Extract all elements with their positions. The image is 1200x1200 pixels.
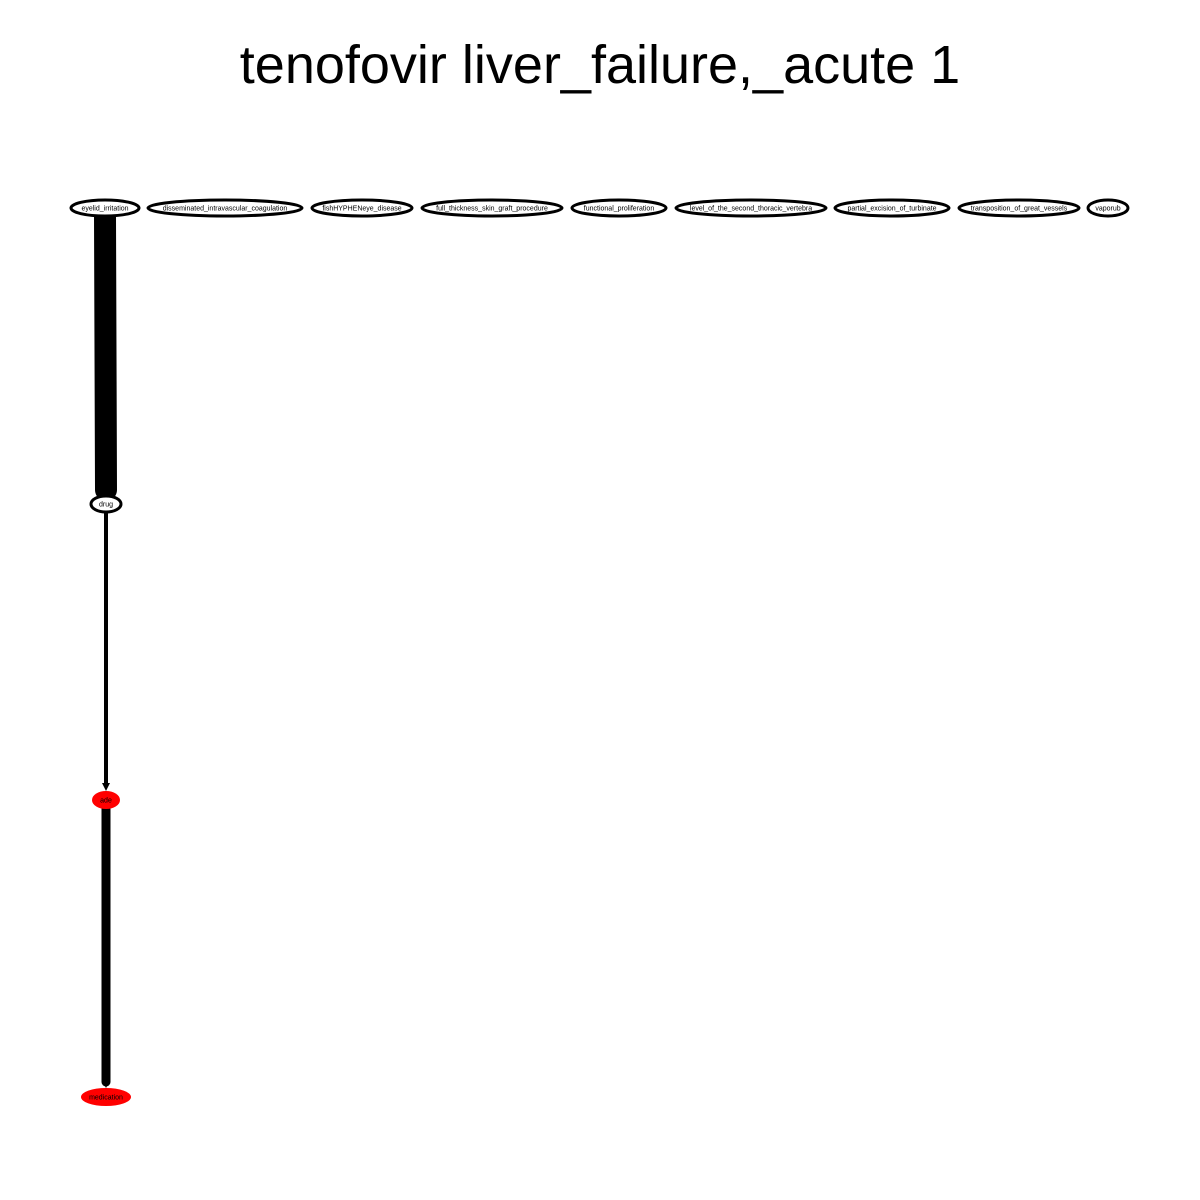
node-label: fishHYPHENeye_disease [322,206,401,213]
node-eyelid_irritation: eyelid_irritation [69,198,141,218]
edge-eyelid_irritation-to-drug [94,205,117,501]
node-partial_excision_of_turbinate: partial_excision_of_turbinate [833,198,951,218]
node-functional_proliferation: functional_proliferation [570,198,668,218]
node-shape [420,198,564,218]
node-level_of_the_second_thoracic_vertebra: level_of_the_second_thoracic_vertebra [674,198,828,218]
node-shape [957,198,1081,218]
node-medication: medication [81,1088,131,1106]
node-shape [81,1088,131,1106]
edge-arrowhead [102,783,110,791]
node-disseminated_intravascular_coagulation: disseminated_intravascular_coagulation [146,198,304,218]
node-full_thickness_skin_graft_procedure: full_thickness_skin_graft_procedure [420,198,564,218]
node-shape [92,791,120,809]
node-label: partial_excision_of_turbinate [847,206,936,213]
edge-arrowhead [96,488,116,496]
node-shape [833,198,951,218]
node-shape [570,198,668,218]
node-transposition_of_great_vessels: transposition_of_great_vessels [957,198,1081,218]
node-fishHYPHENeye_disease: fishHYPHENeye_disease [310,198,414,218]
node-label: disseminated_intravascular_coagulation [163,206,288,213]
node-ade: ade [92,791,120,809]
edges-layer [94,205,117,1088]
edge-line [94,205,117,501]
node-label: drug [99,502,113,509]
node-label: transposition_of_great_vessels [971,206,1068,213]
node-label: functional_proliferation [584,206,655,213]
node-label: medication [89,1095,123,1102]
nodes-layer: eyelid_irritation disseminated_intravascu… [69,198,1130,1106]
edge-ade-to-medication [101,804,111,1088]
graph-title: tenofovir liver_failure,_acute 1 [239,35,961,95]
node-shape [674,198,828,218]
node-vaporub: vaporub [1086,198,1130,218]
node-label: eyelid_irritation [81,206,128,213]
node-shape [89,494,123,514]
node-shape [1086,198,1130,218]
node-label: level_of_the_second_thoracic_vertebra [690,206,812,213]
node-drug: drug [89,494,123,514]
node-label: full_thickness_skin_graft_procedure [436,206,548,213]
node-shape [69,198,141,218]
node-label: vaporub [1095,206,1120,213]
edge-arrowhead [101,1080,111,1088]
node-shape [310,198,414,218]
node-shape [146,198,304,218]
node-label: ade [100,798,112,805]
edge-drug-to-ade [102,510,110,791]
